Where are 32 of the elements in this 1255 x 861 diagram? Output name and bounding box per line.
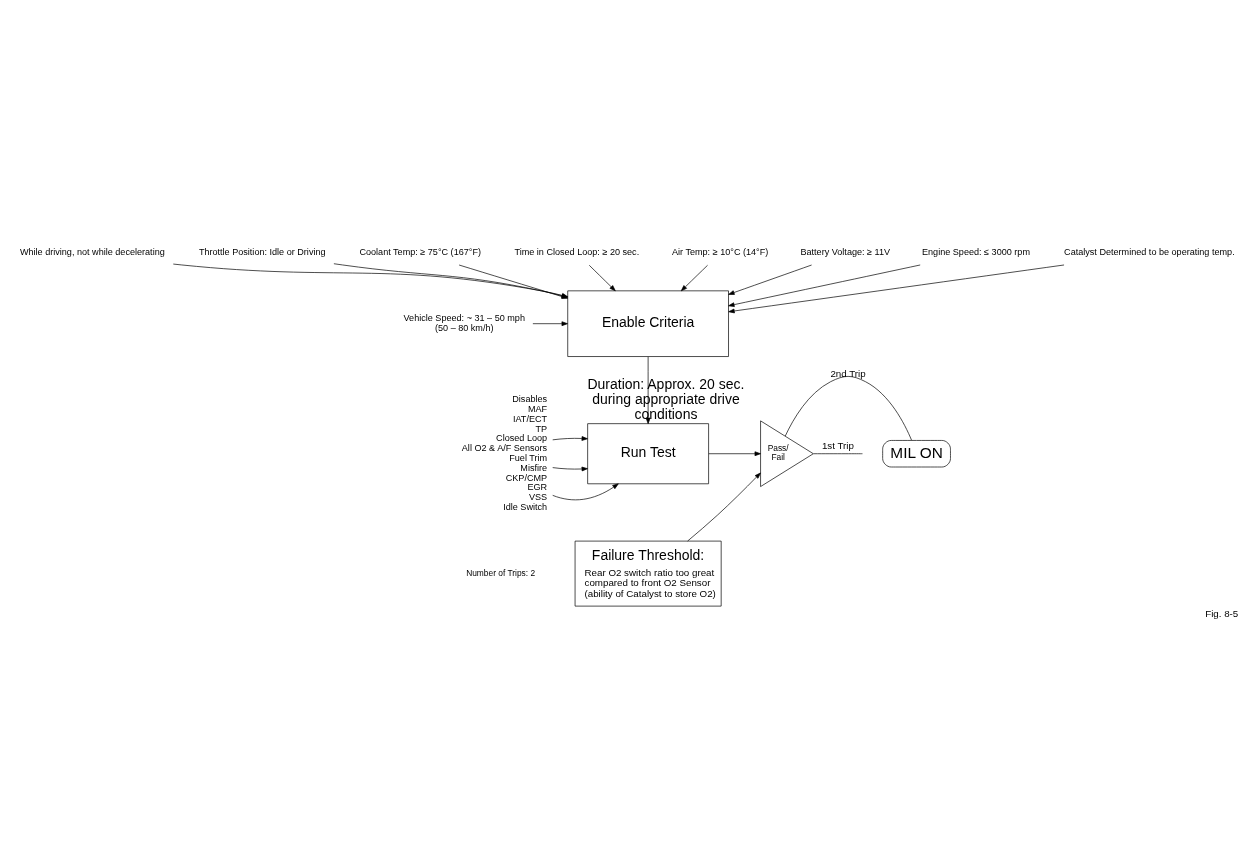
edge-label: 1st Trip: [821, 439, 854, 451]
connector: [784, 375, 912, 441]
node-text: Vehicle Speed: ~ 31 – 50 mph (50 – 80 km/h): [403, 312, 525, 333]
node-text: Disables MAF IAT/ECT TP Closed Loop All O2 & A/F Sensors Fuel Trim Misfire CKP/CMP EGR VSS Idle Switch: [461, 393, 548, 512]
node-text: Time in Closed Loop: ≥ 20 sec.: [514, 246, 640, 257]
arrow: [552, 482, 619, 500]
node-text: Throttle Position: Idle or Driving: [198, 246, 326, 257]
node-box: Failure Threshold: Rear O2 switch ratio too great compared to front O2 Sensor (ability of Catalyst to store O2): [574, 540, 722, 606]
node-text: Air Temp: ≥ 10°C (14°F): [671, 246, 769, 257]
arrow: [728, 264, 812, 295]
arrow: [728, 264, 921, 307]
edge-label: 2nd Trip: [830, 367, 866, 379]
arrow: [680, 264, 708, 291]
arrow: [532, 320, 568, 326]
arrow: [708, 450, 761, 456]
node-text: Coolant Temp: ≥ 75°C (167°F): [359, 246, 482, 257]
arrow: [728, 264, 1065, 313]
node-label: Duration: Approx. 20 sec. during appropriate drive conditions: [587, 375, 745, 422]
arrow: [687, 472, 761, 541]
arrow: [645, 356, 651, 424]
node-box: Run Test: [587, 422, 709, 484]
label: Number of Trips: 2: [466, 567, 536, 578]
caption: Fig. 8-5: [1205, 607, 1239, 619]
node-text: While driving, not while decelerating: [19, 246, 165, 257]
node-text: Battery Voltage: ≥ 11V: [800, 246, 891, 257]
node-text: Engine Speed: ≤ 3000 rpm: [922, 246, 1030, 257]
node-text: Catalyst Determined to be operating temp.: [1064, 246, 1235, 257]
arrow: [552, 466, 588, 471]
node-box: MIL ON: [882, 439, 951, 467]
arrow: [552, 435, 588, 441]
arrow: [588, 264, 616, 291]
node-box: Enable Criteria: [567, 289, 729, 357]
